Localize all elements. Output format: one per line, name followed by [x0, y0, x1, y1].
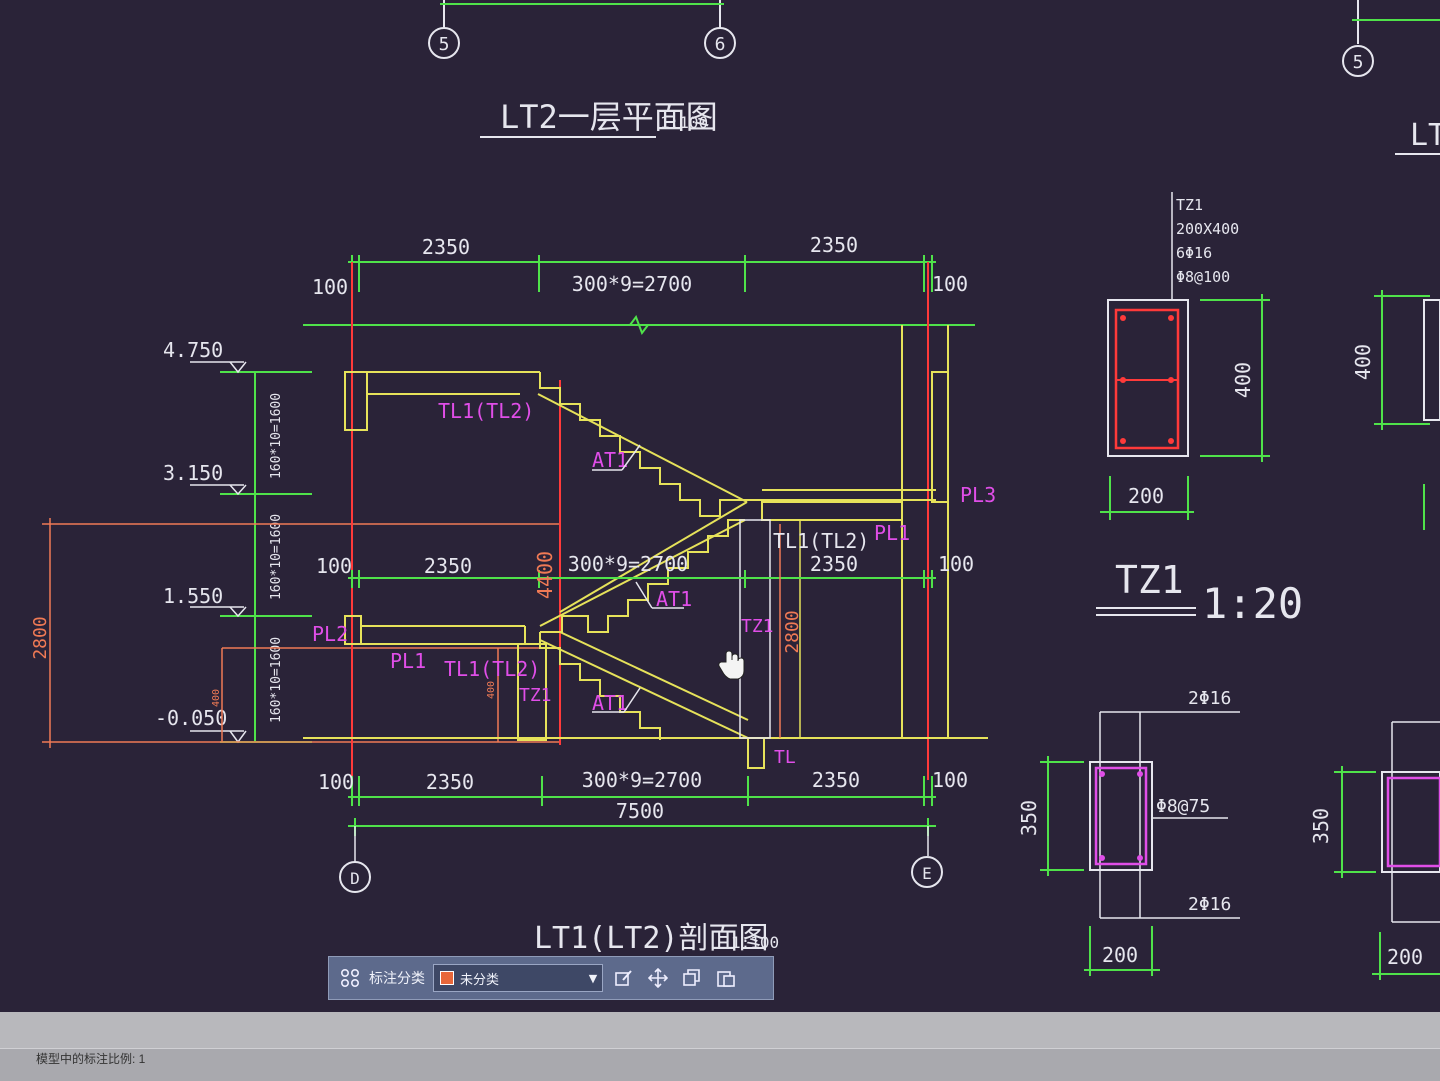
dim-bot-100-left: 100	[318, 770, 354, 794]
axis-label-6: 6	[715, 34, 726, 55]
label-at1-top: AT1	[592, 448, 628, 472]
right-beam-dim-width: 200	[1387, 945, 1423, 969]
tz1-spec-stirrup: Φ8@100	[1176, 268, 1230, 286]
annotation-scale-status: 模型中的标注比例: 1	[36, 1052, 146, 1066]
dim-total: 7500	[616, 799, 664, 823]
vdim-2800-right: 2800	[782, 610, 803, 653]
beam-detail: 2Φ16 Φ8@75 2Φ16 350 200 350 200	[1017, 688, 1440, 980]
annotation-toolbar: 标注分类 未分类 ▼	[328, 956, 774, 1000]
dim-top-100-left: 100	[312, 275, 348, 299]
vdim-small-left: 400	[211, 689, 222, 707]
axis-bubble-e	[911, 856, 943, 888]
elevation-1550: 1.550	[163, 584, 223, 608]
hand-cursor-icon	[718, 650, 745, 680]
dim-top-mid: 300*9=2700	[572, 272, 692, 296]
label-at1-bot: AT1	[592, 691, 628, 715]
tz1-spec-main: 6Φ16	[1176, 244, 1212, 262]
axis-bubble-5-right	[1342, 45, 1374, 77]
beam-bottom-bars: 2Φ16	[1188, 894, 1231, 915]
label-tz1-bot: TZ1	[519, 685, 552, 706]
label-at1-mid: AT1	[656, 587, 692, 611]
right-plan-title: LT	[1410, 118, 1440, 153]
label-pl1-right: PL1	[874, 521, 910, 545]
right-dim-400: 400	[1351, 344, 1375, 380]
elevation-4750: 4.750	[163, 338, 223, 362]
dim-bot-mid: 300*9=2700	[582, 768, 702, 792]
beam-dim-height: 350	[1017, 800, 1041, 836]
elevation-3150: 3.150	[163, 461, 223, 485]
beam-top-bars: 2Φ16	[1188, 688, 1231, 709]
section-drawing: 2350 2350 300*9=2700 100 100 4.750 3.150…	[30, 233, 996, 956]
status-bar	[0, 1012, 1440, 1081]
label-tl1-top: TL1(TL2)	[438, 399, 534, 423]
plan-scale: 1:100	[660, 113, 708, 132]
label-pl1-left: PL1	[390, 649, 426, 673]
copy-icon[interactable]	[679, 965, 705, 991]
annotation-category-select[interactable]: 未分类 ▼	[433, 964, 603, 992]
chevron-down-icon: ▼	[588, 971, 598, 985]
status-bar-inner	[0, 1048, 1440, 1081]
beam-dim-width: 200	[1102, 943, 1138, 967]
section-scale: 1:100	[731, 933, 779, 952]
axis-bubble-d	[339, 861, 371, 893]
axis-label-e: E	[922, 864, 932, 883]
label-tl1-mid: TL1(TL2)	[773, 529, 869, 553]
section-title: LT1(LT2)剖面图	[534, 921, 769, 956]
vdim-small-mid: 400	[486, 681, 497, 699]
edit-icon[interactable]	[611, 965, 637, 991]
elevation-minus0050: -0.050	[155, 706, 227, 730]
grid-icon[interactable]	[337, 965, 363, 991]
vdim-2800-left: 2800	[30, 616, 51, 659]
axis-bubble-5	[428, 27, 460, 59]
category-select-value: 未分类	[460, 971, 500, 987]
dim-mid-100-right: 100	[938, 552, 974, 576]
vdim-1600-bot: 160*10=1600	[269, 637, 284, 723]
tz1-dim-height: 400	[1231, 362, 1255, 398]
dim-mid-100-left: 100	[316, 554, 352, 578]
tz1-scale: 1:20	[1202, 579, 1303, 628]
dim-bot-100-right: 100	[932, 768, 968, 792]
plan-fragment: 5 6 LT2一层平面图 1:100 5 LT	[428, 0, 1440, 155]
axis-label-d: D	[350, 869, 360, 888]
beam-stirrup: Φ8@75	[1156, 796, 1210, 817]
move-icon[interactable]	[645, 965, 671, 991]
category-color-swatch	[440, 971, 454, 985]
tz1-title: TZ1	[1115, 558, 1184, 602]
label-pl3: PL3	[960, 483, 996, 507]
label-tl: TL	[774, 747, 796, 768]
dim-mid-mid: 300*9=2700	[568, 552, 688, 576]
annotation-category-label: 标注分类	[369, 970, 425, 986]
paste-icon[interactable]	[713, 965, 739, 991]
label-pl2: PL2	[312, 622, 348, 646]
dim-bot-right: 2350	[812, 768, 860, 792]
dim-mid-right: 2350	[810, 552, 858, 576]
dim-mid-left: 2350	[424, 554, 472, 578]
label-tl1-bot: TL1(TL2)	[444, 657, 540, 681]
label-tz1-mid: TZ1	[741, 616, 774, 637]
tz1-dim-width: 200	[1128, 484, 1164, 508]
dim-top-left: 2350	[422, 235, 470, 259]
vdim-1600-top: 160*10=1600	[269, 393, 284, 479]
tz1-spec-size: 200X400	[1176, 220, 1239, 238]
tz1-spec-name: TZ1	[1176, 196, 1203, 214]
vdim-4400: 4400	[533, 551, 557, 599]
axis-bubble-6	[704, 27, 736, 59]
dim-top-right: 2350	[810, 233, 858, 257]
column-tz1-detail: TZ1 200X400 6Φ16 Φ8@100 400 200 TZ1 1:20…	[1096, 192, 1440, 628]
dim-bot-left: 2350	[426, 770, 474, 794]
dim-top-100-right: 100	[932, 272, 968, 296]
right-beam-dim-height: 350	[1309, 808, 1333, 844]
vdim-1600-mid: 160*10=1600	[269, 514, 284, 600]
axis-label-5-right: 5	[1353, 52, 1364, 73]
axis-label-5: 5	[439, 34, 450, 55]
plan-title: LT2一层平面图	[500, 98, 718, 136]
